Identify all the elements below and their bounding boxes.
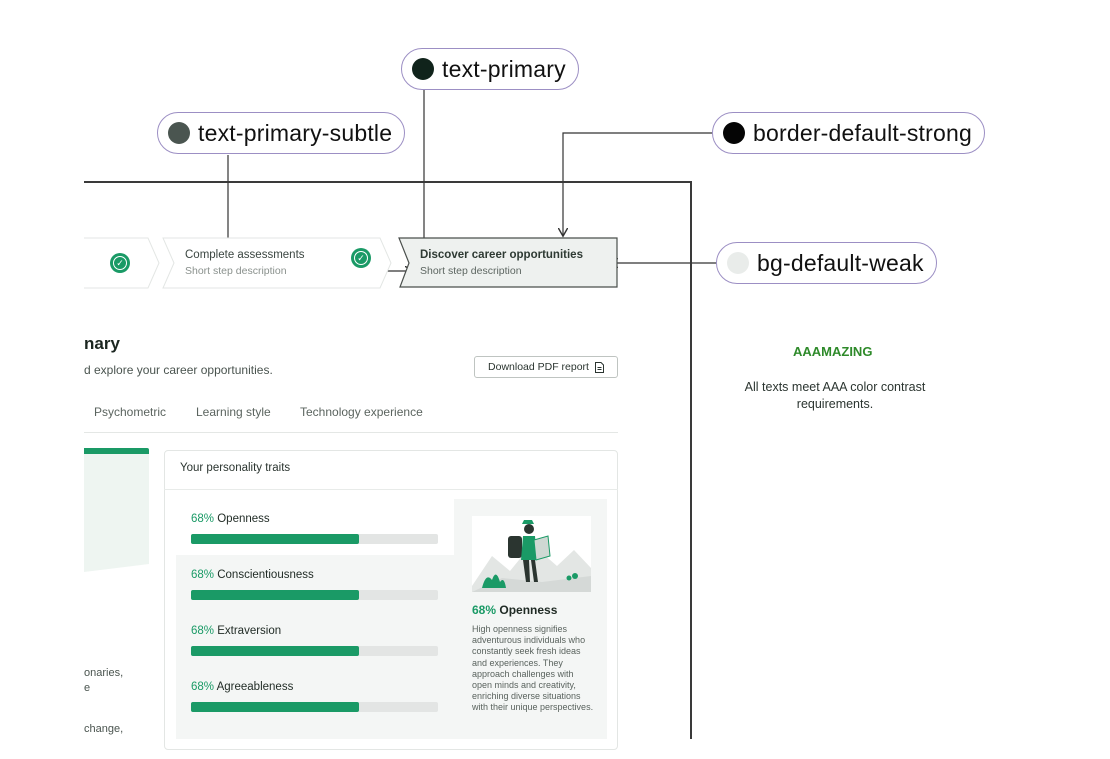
trait-percent: 68%: [191, 681, 215, 693]
screen-frame-top: [84, 181, 692, 183]
trait-name: Agreeableness: [216, 681, 294, 693]
step-description: Short step description: [420, 265, 522, 277]
trait-percent: 68%: [191, 513, 215, 525]
step-title: Complete assessments: [185, 249, 305, 261]
trait-label: 68% Conscientiousness: [191, 569, 314, 581]
download-pdf-label: Download PDF report: [488, 361, 589, 373]
step-shape-active: [398, 237, 618, 288]
explorer-illustration: [472, 516, 591, 592]
color-swatch-icon: [168, 122, 190, 144]
annotation-label: text-primary-subtle: [198, 119, 393, 146]
trait-progress-fill: [191, 590, 359, 600]
step-title: Discover career opportunities: [420, 249, 583, 261]
tab-learning-style[interactable]: Learning style: [196, 405, 271, 419]
annotation-text-primary-subtle: text-primary-subtle: [157, 112, 406, 154]
left-card-accent: [84, 448, 149, 454]
trait-progress-bar: [191, 590, 438, 600]
download-pdf-button[interactable]: Download PDF report: [474, 356, 618, 378]
step-description: Short step description: [185, 265, 287, 277]
tabs-divider: [84, 432, 618, 433]
left-card-text-line: change,: [84, 723, 124, 735]
color-swatch-icon: [727, 252, 749, 274]
side-note-title: AAAMAZING: [793, 344, 873, 359]
annotation-bg-default-weak: bg-default-weak: [716, 242, 937, 284]
trait-detail-description: High openness signifies adventurous indi…: [472, 624, 594, 713]
trait-detail-name: Openness: [499, 603, 558, 617]
step-discover-career-opportunities[interactable]: [398, 237, 620, 289]
trait-detail-title: 68% Openness: [472, 603, 557, 617]
document-icon: [594, 361, 604, 373]
trait-percent: 68%: [191, 625, 215, 637]
trait-detail-percent: 68%: [472, 603, 497, 617]
screen-frame-right: [690, 181, 692, 739]
color-swatch-icon: [723, 122, 745, 144]
left-card-text-line: e: [84, 682, 91, 694]
trait-label: 68% Agreeableness: [191, 681, 293, 693]
annotation-label: border-default-strong: [753, 119, 972, 146]
check-circle-icon: ✓: [110, 253, 130, 273]
tab-technology-experience[interactable]: Technology experience: [300, 405, 423, 419]
step-shape: [162, 237, 392, 289]
tab-psychometric[interactable]: Psychometric: [94, 405, 167, 419]
step-previous[interactable]: ✓: [84, 237, 160, 289]
trait-progress-fill: [191, 702, 359, 712]
trait-name: Openness: [217, 513, 270, 525]
color-swatch-icon: [412, 58, 434, 80]
annotation-text-primary: text-primary: [401, 48, 579, 90]
page-title: nary: [84, 334, 120, 353]
annotation-border-default-strong: border-default-strong: [712, 112, 985, 154]
trait-progress-bar: [191, 534, 438, 544]
page-subtitle: d explore your career opportunities.: [84, 363, 273, 377]
card-title: Your personality traits: [180, 462, 291, 474]
side-note-text: All texts meet AAA color contrast requir…: [744, 380, 926, 411]
trait-name: Conscientiousness: [217, 569, 314, 581]
trait-percent: 68%: [191, 569, 215, 581]
left-card-illustration: [84, 454, 149, 572]
trait-name: Extraversion: [217, 625, 282, 637]
check-circle-icon: ✓: [351, 248, 371, 268]
annotation-label: bg-default-weak: [757, 249, 924, 276]
left-card-text-line: onaries,: [84, 667, 124, 679]
annotation-label: text-primary: [442, 55, 566, 82]
trait-progress-bar: [191, 702, 438, 712]
step-complete-assessments[interactable]: [162, 237, 392, 289]
trait-progress-fill: [191, 646, 359, 656]
card-divider: [164, 489, 618, 490]
trait-progress-fill: [191, 534, 359, 544]
trait-progress-bar: [191, 646, 438, 656]
trait-item-openness[interactable]: [176, 499, 454, 555]
trait-label: 68% Openness: [191, 513, 270, 525]
trait-label: 68% Extraversion: [191, 625, 281, 637]
